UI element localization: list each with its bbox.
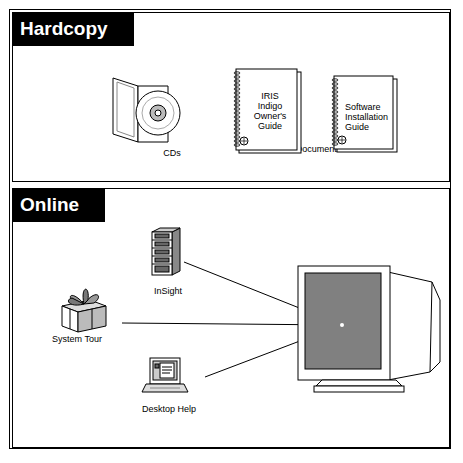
section-tab: Online: [13, 189, 105, 222]
spiral-ring: [234, 88, 240, 90]
spiral-ring: [234, 108, 240, 110]
spiral-ring: [234, 136, 240, 138]
spiral-ring: [332, 99, 338, 101]
monitor-illustration: [298, 266, 440, 392]
spiral-ring: [234, 124, 240, 126]
spiral-ring: [234, 80, 240, 82]
logo-mark: [342, 137, 343, 143]
logo-mark: [244, 138, 245, 144]
spiral-ring: [332, 127, 338, 129]
spiral-ring: [234, 132, 240, 134]
logo-mark: [240, 137, 248, 145]
spiral-ring: [234, 128, 240, 130]
item-label: CDs: [163, 148, 181, 158]
spiral-ring: [332, 95, 338, 97]
manual-book: IRIS Indigo Owner's Guide: [235, 69, 301, 153]
spiral-ring: [332, 123, 338, 125]
insight-icon: [152, 228, 180, 275]
logo-mark: [338, 136, 346, 144]
spiral-ring: [234, 112, 240, 114]
spiral-ring: [332, 87, 338, 89]
manual-book: Software Installation Guide: [333, 76, 397, 152]
section-tab: Hardcopy: [13, 13, 134, 46]
book-front: [236, 69, 297, 150]
spiral-ring: [332, 91, 338, 93]
spiral-ring: [234, 104, 240, 106]
spiral-ring: [332, 139, 338, 141]
spiral-ring: [234, 76, 240, 78]
spiral-ring: [332, 111, 338, 113]
spiral-ring: [332, 107, 338, 109]
spiral-ring: [332, 119, 338, 121]
spiral-ring: [332, 103, 338, 105]
spiral-ring: [234, 96, 240, 98]
spiral-ring: [234, 100, 240, 102]
spiral-ring: [234, 140, 240, 142]
book-front: [334, 76, 393, 149]
item-label: System Tour: [52, 334, 102, 344]
spiral-ring: [332, 83, 338, 85]
book-title: IRIS Indigo Owner's Guide: [251, 91, 289, 131]
section-panel: HardcopyIRIS Indigo Owner's Guide Softwar…: [12, 12, 450, 182]
spiral-ring: [332, 115, 338, 117]
spiral-ring: [234, 116, 240, 118]
section-panel: Online: [12, 188, 450, 448]
spiral-ring: [332, 79, 338, 81]
spiral-ring: [234, 92, 240, 94]
item-label: Desktop Help: [142, 404, 196, 414]
book-title: Software Installation Guide: [345, 102, 393, 132]
system-tour-icon: [62, 289, 106, 332]
spiral-ring: [234, 120, 240, 122]
spiral-ring: [332, 131, 338, 133]
spiral-ring: [332, 135, 338, 137]
cd-illustration: [113, 78, 180, 142]
section-heading: Online: [20, 194, 79, 215]
spiral-ring: [234, 144, 240, 146]
spiral-ring: [234, 84, 240, 86]
desktop-help-icon: [142, 358, 188, 392]
spiral-ring: [234, 72, 240, 74]
section-heading: Hardcopy: [20, 18, 108, 39]
item-label: InSight: [154, 286, 182, 296]
